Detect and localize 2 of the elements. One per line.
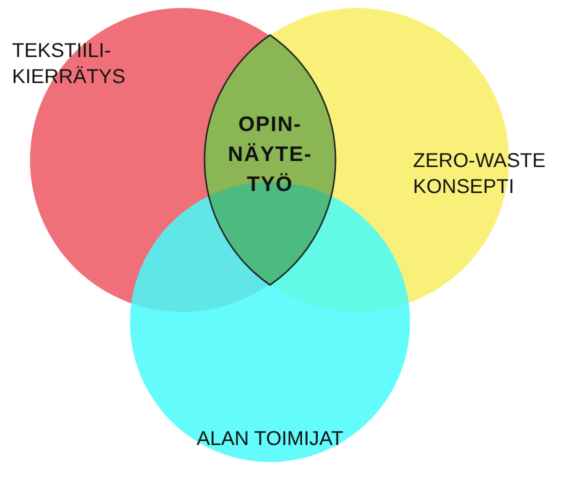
overlap-label: OPIN- NÄYTE- TYÖ	[226, 112, 314, 198]
circle-label: ALAN TOIMIJAT	[196, 427, 344, 452]
